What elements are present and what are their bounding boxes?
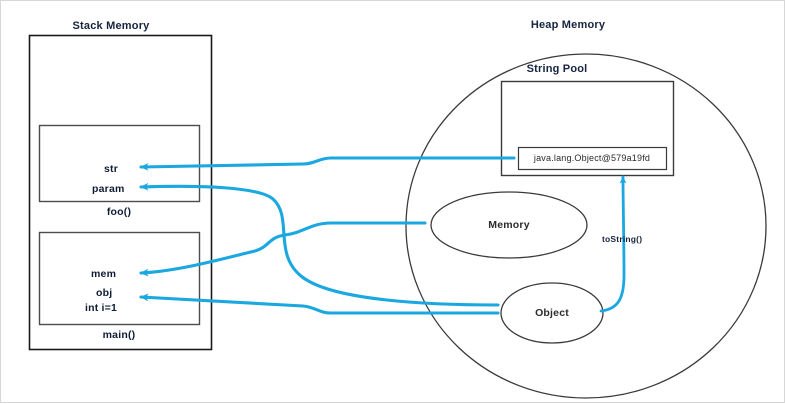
string-pool-entry-label: java.lang.Object@579a19fd [533,153,651,163]
stack-var-str: str [104,163,119,175]
edge-str-to-string-pool [139,156,516,171]
heap-object-label-memory: Memory [488,219,530,231]
edge-label-tostring: toString() [602,234,643,244]
edge-object-tostring-to-string-pool [599,175,627,313]
stack-memory-title: Stack Memory [72,20,150,32]
heap-object-label-object: Object [535,307,569,319]
stack-frame-foo-box [38,124,201,203]
edge-mem-to-memory [139,221,427,277]
heap-memory-title: Heap Memory [530,19,606,31]
stack-var-mem: mem [91,268,117,280]
heap-memory-ellipse [405,53,767,399]
string-pool-box [500,80,675,177]
stack-var-int-i: int i=1 [85,302,118,314]
edge-obj-to-object [139,293,500,315]
stack-frame-label-foo: foo() [106,206,132,218]
stack-var-obj: obj [96,287,113,299]
heap-object-memory-ellipse [430,191,588,259]
string-pool-entry-box [517,146,668,171]
stack-frame-label-main: main() [102,329,136,341]
stack-memory-box [28,34,213,351]
stack-frame-main-box [38,231,201,326]
heap-object-object-ellipse [500,282,604,344]
stack-var-param: param [92,183,125,195]
edge-param-to-object [139,182,500,307]
string-pool-title: String Pool [526,63,588,75]
